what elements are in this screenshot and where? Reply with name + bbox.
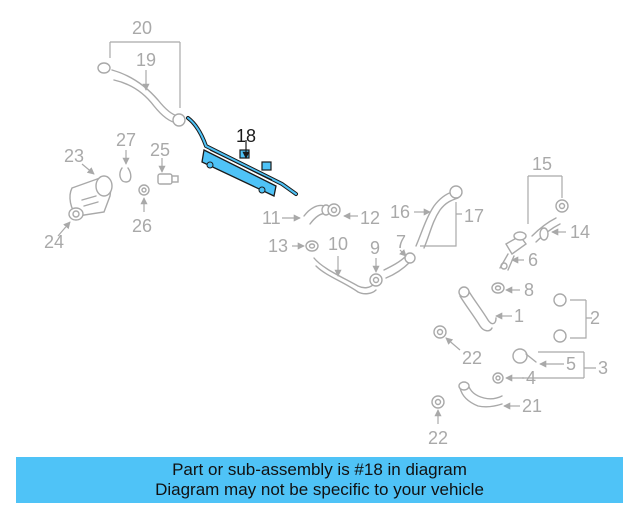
part-19-hose <box>111 69 179 124</box>
part-13-clamp <box>305 240 319 252</box>
part-14-hose <box>531 217 561 243</box>
part-11-hose <box>303 204 331 225</box>
part-20-clamp <box>97 62 186 127</box>
callout-16: 16 <box>390 202 410 222</box>
part-7-hose <box>383 252 416 279</box>
callout-12: 12 <box>360 208 380 228</box>
part-24-gasket <box>68 207 84 221</box>
callout-24: 24 <box>44 232 64 252</box>
callout-6: 6 <box>528 250 538 270</box>
parts-diagram: 20 19 18 27 25 23 26 24 15 14 11 12 16 1… <box>44 18 608 448</box>
callout-21: 21 <box>522 396 542 416</box>
part-16-hose <box>415 185 463 249</box>
part-25-sensor <box>157 173 179 185</box>
callout-17: 17 <box>464 206 484 226</box>
banner-line-1: Part or sub-assembly is #18 in diagram <box>172 460 467 479</box>
callout-3: 3 <box>598 358 608 378</box>
part-4-washer <box>492 372 504 384</box>
callout-5: 5 <box>566 354 576 374</box>
callout-13: 13 <box>268 236 288 256</box>
part-23-thermostat-housing <box>69 175 113 217</box>
callout-18: 18 <box>236 126 256 146</box>
part-15-clamp <box>555 199 569 213</box>
callout-25: 25 <box>150 140 170 160</box>
part-27-clip <box>119 167 132 183</box>
callout-11: 11 <box>262 208 281 228</box>
part-1-hose <box>458 286 497 332</box>
part-21-hose <box>458 381 503 408</box>
callout-20: 20 <box>132 18 152 38</box>
callout-27: 27 <box>116 130 136 150</box>
part-5-fitting <box>512 348 537 364</box>
callout-4: 4 <box>526 368 536 388</box>
callout-19: 19 <box>136 50 156 70</box>
callout-23: 23 <box>64 146 84 166</box>
part-2-clamp <box>553 293 567 343</box>
part-22-clamp-lower <box>431 395 445 409</box>
callout-2: 2 <box>590 308 600 328</box>
banner-line-2: Diagram may not be specific to your vehi… <box>155 480 484 499</box>
part-26-washer <box>138 184 150 196</box>
callout-8: 8 <box>524 280 534 300</box>
callout-22-lower: 22 <box>428 428 448 448</box>
callout-26: 26 <box>132 216 152 236</box>
callout-10: 10 <box>328 234 348 254</box>
callout-7: 7 <box>396 232 406 252</box>
part-10-hose <box>313 257 377 295</box>
callout-15: 15 <box>532 154 552 174</box>
callout-14: 14 <box>570 222 590 242</box>
part-9-clamp <box>369 273 383 287</box>
info-banner: Part or sub-assembly is #18 in diagram D… <box>16 457 623 503</box>
part-8-clamp <box>491 282 505 294</box>
part-12-clamp <box>327 203 341 217</box>
callout-1: 1 <box>514 306 524 326</box>
part-6-pipe <box>499 231 527 271</box>
callout-9: 9 <box>370 238 380 258</box>
part-22-clamp-upper <box>433 325 447 339</box>
callout-22-upper: 22 <box>462 348 482 368</box>
